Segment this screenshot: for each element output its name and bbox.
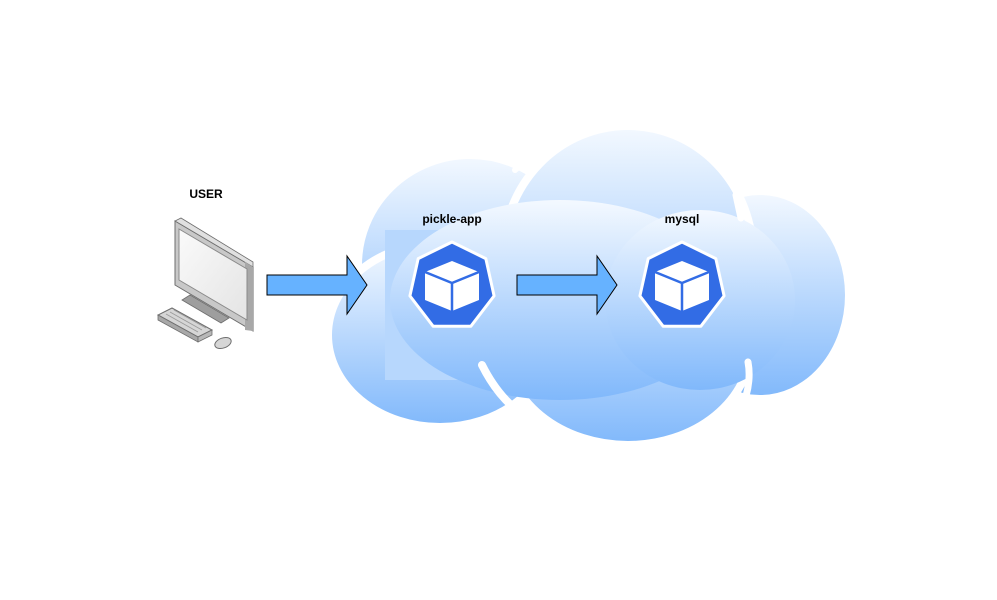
desktop-computer-icon	[156, 217, 254, 350]
flow-arrow-app-to-db	[516, 254, 618, 316]
pickle-app-label: pickle-app	[422, 212, 481, 226]
flow-arrow-user-to-app	[266, 254, 368, 316]
user-label: USER	[189, 187, 223, 201]
mysql-label: mysql	[665, 212, 700, 226]
kubernetes-pod-icon	[638, 240, 726, 328]
kubernetes-pod-icon	[408, 240, 496, 328]
